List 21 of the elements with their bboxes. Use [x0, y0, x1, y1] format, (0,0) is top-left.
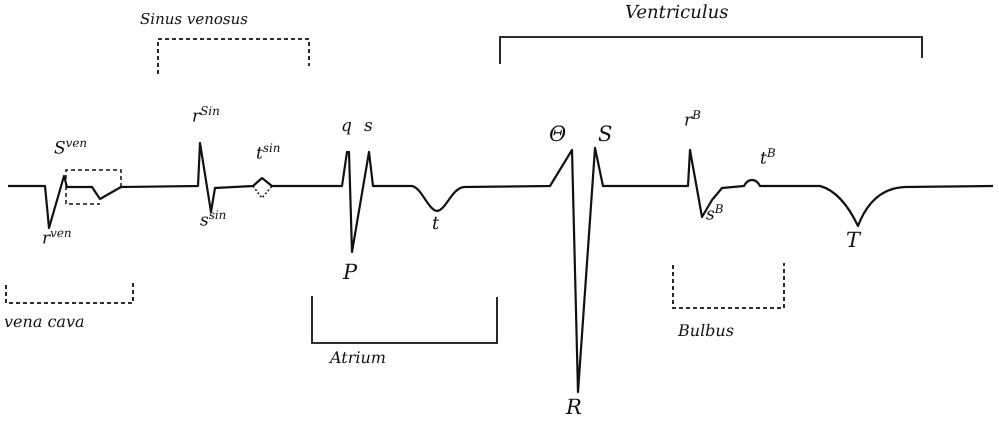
wave-label: r$^{Sin}$ — [192, 106, 220, 126]
region-label: vena cava — [4, 314, 85, 330]
wave-label: S$^{ven}$ — [54, 138, 88, 158]
region-label: Atrium — [330, 350, 386, 366]
wave-label: t — [432, 215, 440, 233]
wave-label: s$^{sin}$ — [200, 210, 226, 230]
wave-label: q — [341, 118, 352, 135]
region-label: Ventriculus — [625, 4, 728, 22]
wave-label: s$^{B}$ — [706, 204, 724, 224]
region-label: Sinus venosus — [140, 12, 248, 27]
wave-label: r$^{ven}$ — [42, 228, 72, 248]
wave-label: s — [364, 118, 373, 135]
wave-label: P — [343, 262, 358, 283]
wave-label: S — [598, 124, 612, 145]
wave-label: t$^{B}$ — [760, 148, 776, 168]
region-label: Bulbus — [678, 323, 734, 339]
wave-label: T — [846, 230, 860, 251]
wave-label: r$^{B}$ — [684, 110, 701, 130]
wave-label: t$^{sin}$ — [256, 143, 280, 163]
wave-label: Θ — [549, 124, 566, 145]
wave-label: R — [566, 397, 582, 418]
